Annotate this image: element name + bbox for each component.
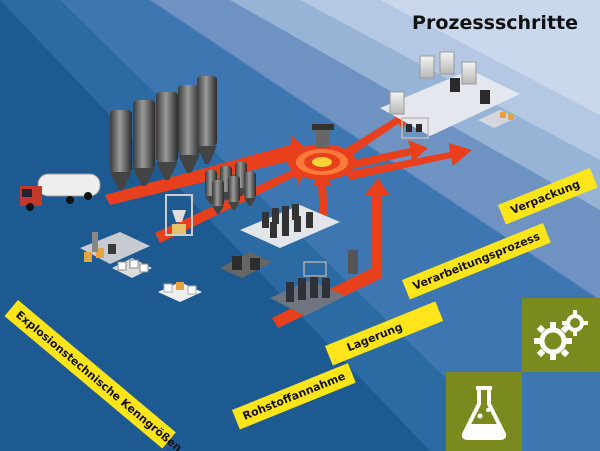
bag-station	[165, 194, 193, 236]
gears-icon	[534, 310, 588, 360]
packaging-plant	[380, 51, 520, 139]
arrow-out-1	[340, 110, 412, 160]
gears-tile	[522, 298, 600, 372]
tanker-truck	[20, 173, 101, 211]
small-silos	[205, 162, 256, 214]
arrow-out-3	[345, 143, 472, 180]
diagram-title: Prozessschritte	[412, 12, 578, 34]
processing-plant	[270, 261, 345, 316]
intake-machinery	[220, 250, 358, 278]
flask-tile	[446, 372, 522, 451]
mixer-target	[288, 124, 356, 180]
flask-icon	[461, 385, 507, 440]
arrow-out-2	[345, 140, 428, 170]
lab-area	[80, 232, 202, 302]
arrow-middle	[312, 170, 332, 215]
large-silos	[110, 76, 217, 190]
storage-platform	[240, 204, 340, 248]
